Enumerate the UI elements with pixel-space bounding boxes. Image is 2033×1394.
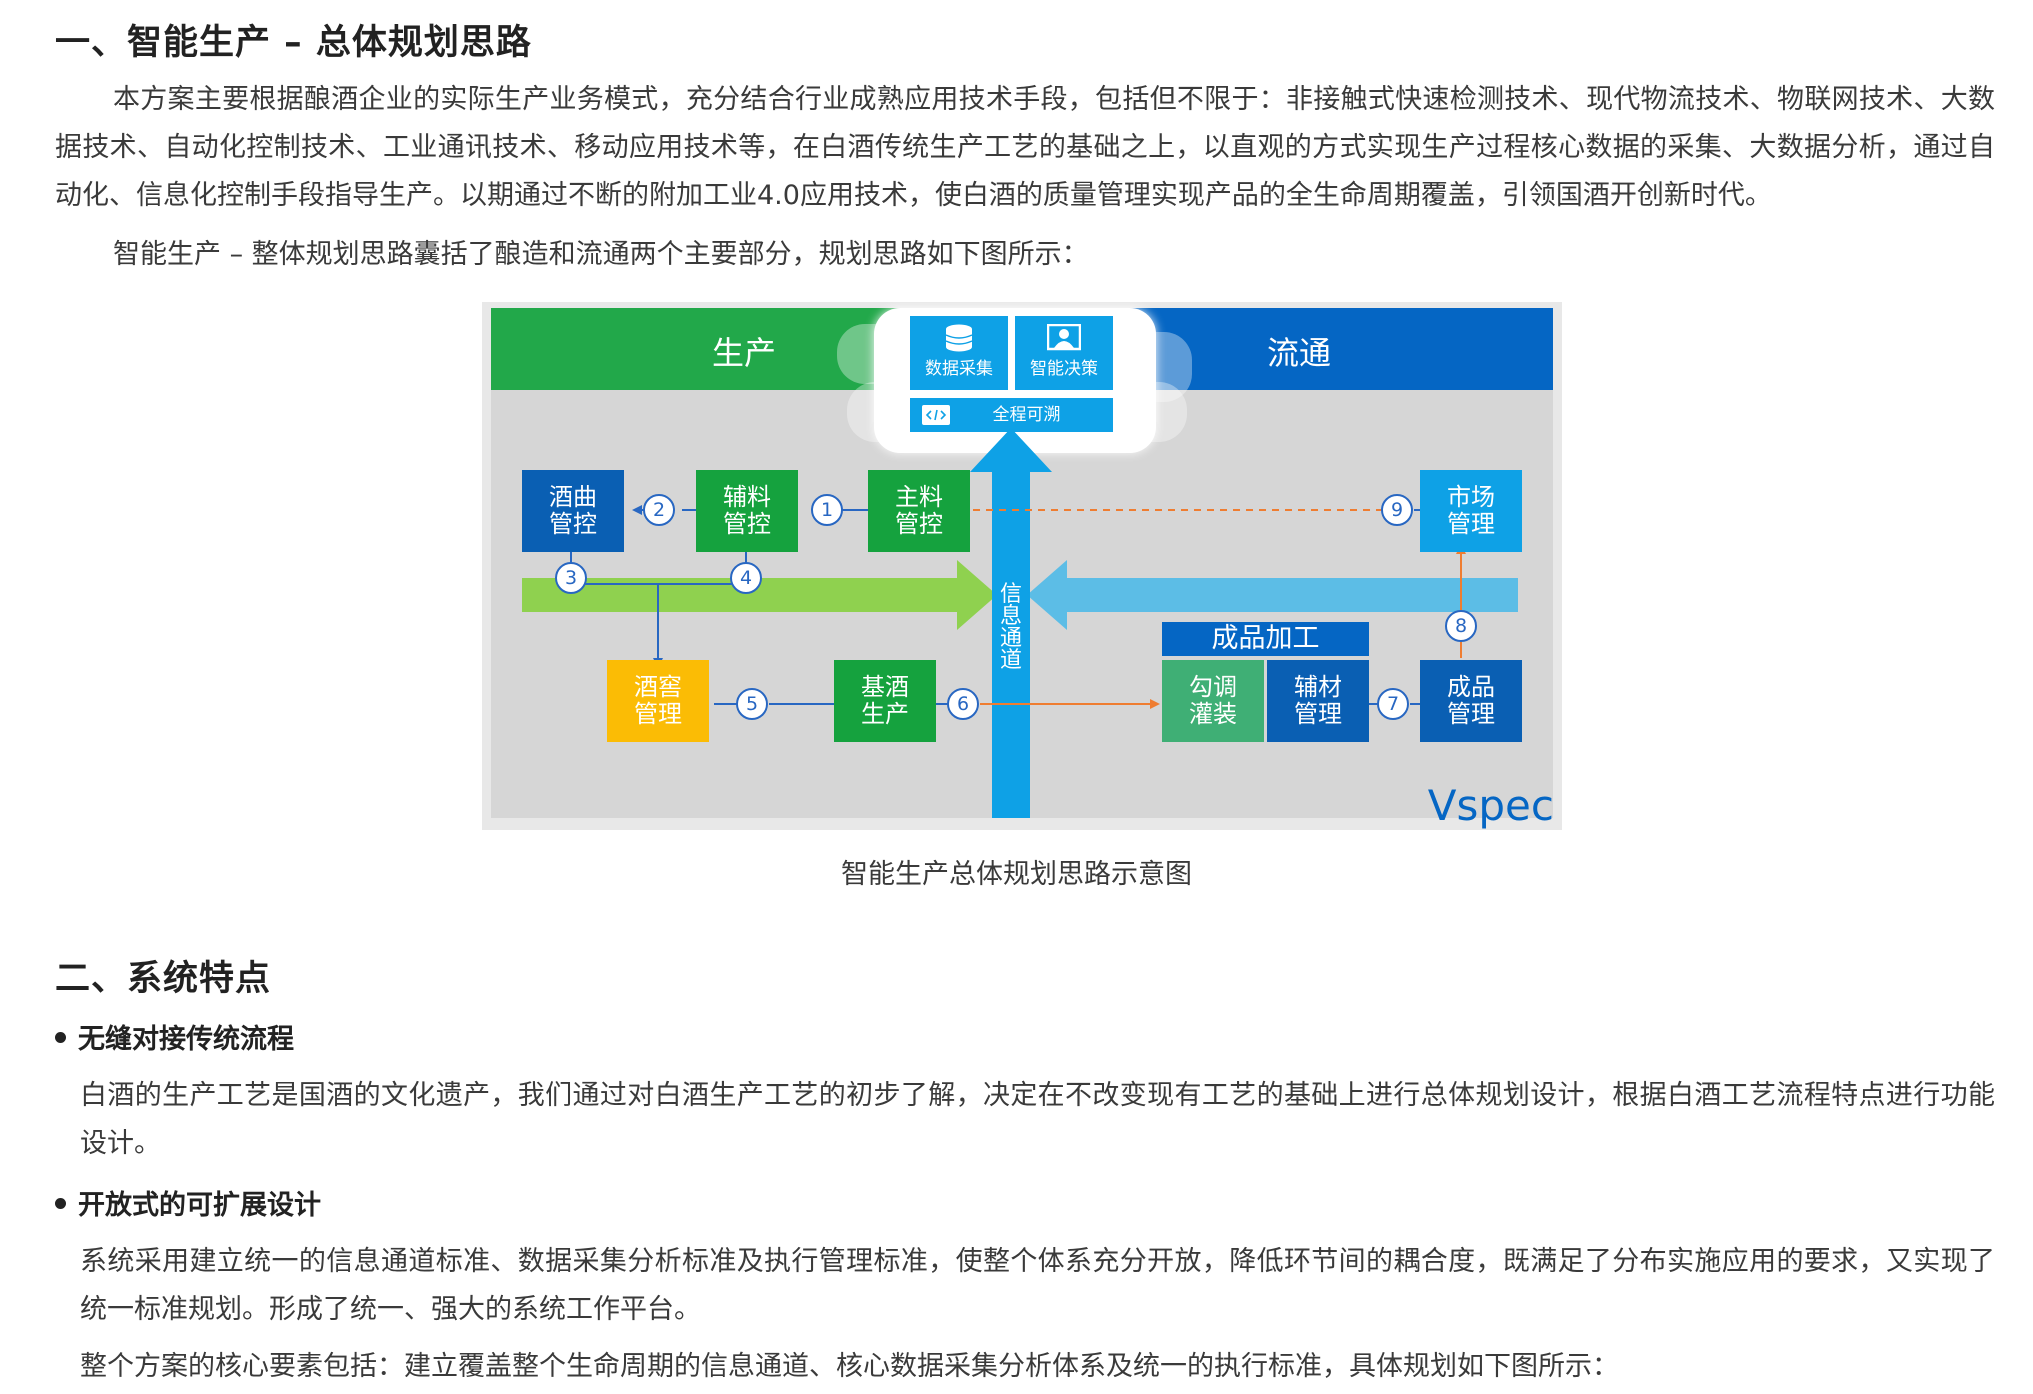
base-liquor-production-box: 基酒生产: [834, 660, 936, 742]
market-management-box: 市场管理: [1420, 470, 1522, 552]
starter-control-box: 酒曲管控: [522, 470, 624, 552]
smart-decision-tile: 智能决策: [1015, 316, 1113, 390]
planning-paragraph: 智能生产 – 整体规划思路囊括了酿造和流通两个主要部分，规划思路如下图所示：: [113, 239, 1089, 270]
user-screen-icon: [1047, 324, 1081, 351]
flow-arrows: [522, 428, 1518, 818]
step-5: 5: [736, 688, 768, 720]
main-material-control-box: 主料管控: [868, 470, 970, 552]
step-7: 7: [1377, 688, 1409, 720]
diagram-caption: 智能生产总体规划思路示意图: [841, 859, 1192, 890]
code-icon: [922, 405, 950, 425]
traceability-label: 全程可溯: [992, 405, 1061, 425]
vspec-logo: Vspec: [1427, 781, 1554, 830]
info-channel-arrow: [970, 428, 1052, 818]
traceability-tile: 全程可溯: [910, 398, 1113, 432]
feature-2-text: 系统采用建立统一的信息通道标准、数据采集分析标准及执行管理标准，使整个体系充分开…: [80, 1246, 1995, 1325]
bullet-dot: [55, 1198, 66, 1209]
section1-heading: 一、智能生产 – 总体规划思路: [55, 23, 532, 63]
planning-diagram: 生产 流通 数据采集 智能决策 全程可溯: [482, 302, 1562, 830]
section2-heading: 二、系统特点: [55, 959, 272, 999]
step-4: 4: [730, 562, 762, 594]
feature-1-title: 无缝对接传统流程: [55, 1017, 294, 1056]
circulation-flow-arrow: [1027, 560, 1518, 630]
feature-2-title: 开放式的可扩展设计: [55, 1183, 321, 1222]
step-8: 8: [1445, 610, 1477, 642]
blending-filling-box: 勾调灌装: [1162, 660, 1264, 742]
step-3: 3: [555, 562, 587, 594]
intro-paragraph: 本方案主要根据酿酒企业的实际生产业务模式，充分结合行业成熟应用技术手段，包括但不…: [55, 84, 1995, 211]
data-collection-tile: 数据采集: [910, 316, 1008, 390]
auxiliary-material-control-box: 辅料管控: [696, 470, 798, 552]
step-6: 6: [947, 688, 979, 720]
closing-paragraph: 整个方案的核心要素包括：建立覆盖整个生命周期的信息通道、核心数据采集分析体系及统…: [80, 1351, 1619, 1382]
cellar-management-box: 酒窖管理: [607, 660, 709, 742]
packaging-material-box: 辅材管理: [1267, 660, 1369, 742]
finished-product-box: 成品管理: [1420, 660, 1522, 742]
feature-1-text: 白酒的生产工艺是国酒的文化遗产，我们通过对白酒生产工艺的初步了解，决定在不改变现…: [80, 1080, 1995, 1159]
production-title: 生产: [712, 334, 777, 372]
step-1: 1: [811, 494, 843, 526]
step-9: 9: [1381, 494, 1413, 526]
database-icon: [945, 324, 973, 352]
step-2: 2: [643, 494, 675, 526]
circulation-title: 流通: [1267, 334, 1332, 372]
info-channel-label: 信 息 通 道: [999, 582, 1022, 673]
smart-decision-label: 智能决策: [1030, 359, 1098, 379]
production-flow-arrow: [522, 560, 997, 630]
finished-processing-label: 成品加工: [1162, 622, 1369, 656]
connector-2-head: [632, 505, 642, 515]
bullet-dot: [55, 1032, 66, 1043]
data-collection-label: 数据采集: [925, 359, 993, 379]
